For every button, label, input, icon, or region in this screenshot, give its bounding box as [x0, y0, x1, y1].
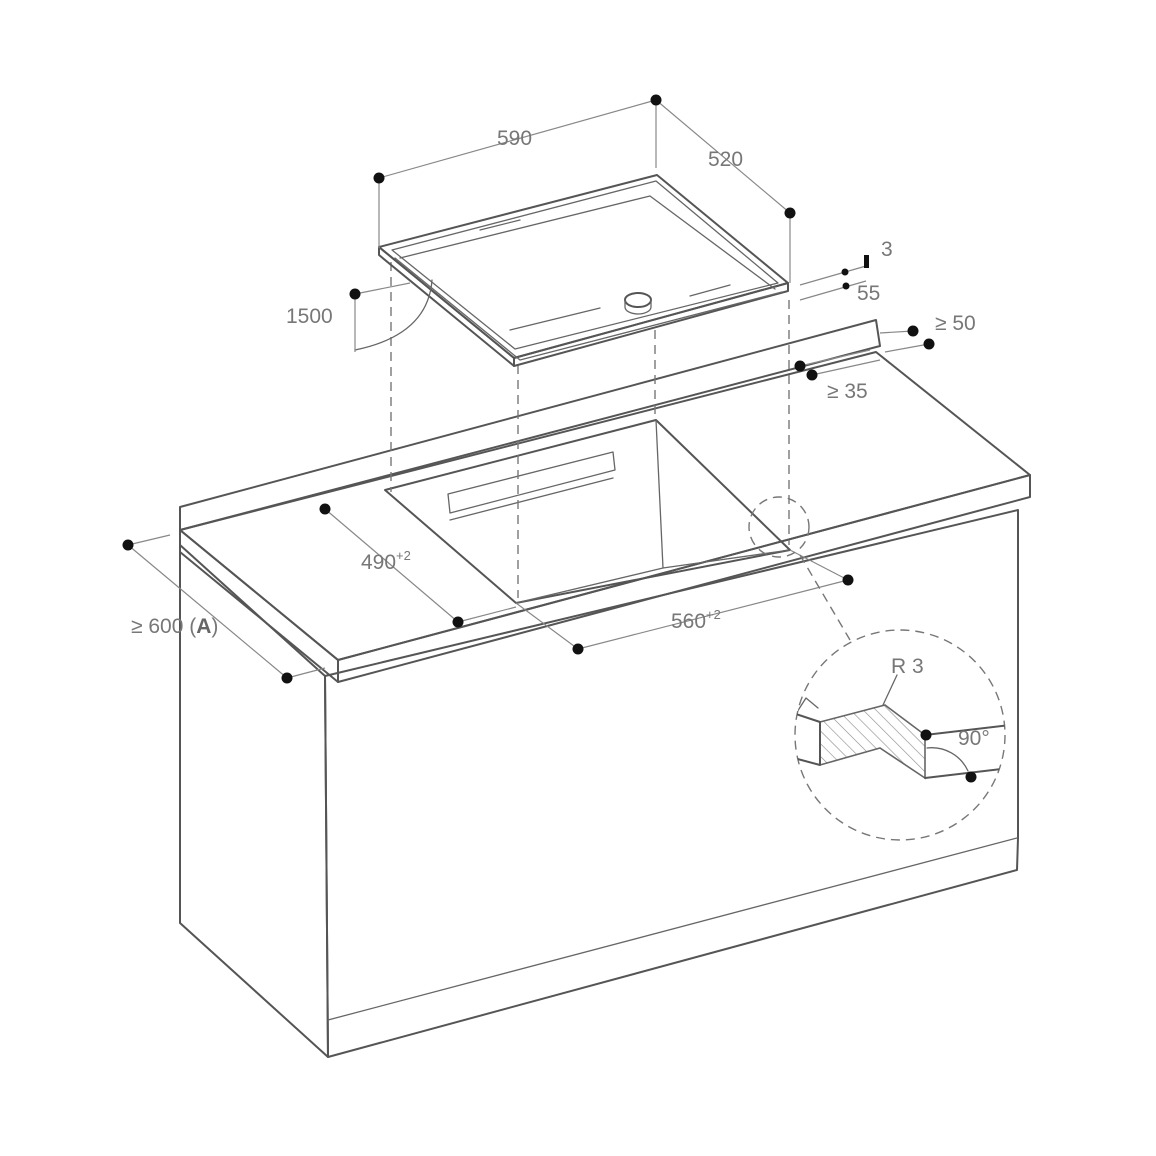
dot-width-left [373, 172, 385, 184]
cutout-bracket-lower [449, 477, 614, 521]
hob-cable [354, 279, 433, 351]
worktop-upstand [179, 319, 881, 531]
dot-back-min-2 [923, 338, 935, 350]
detail-worktop-top [924, 724, 1005, 736]
label-width: 590 [497, 127, 532, 150]
cutout [384, 419, 791, 604]
label-depth: 520 [708, 148, 743, 171]
dot-height-bottom [842, 282, 850, 290]
label-radius: R 3 [891, 655, 924, 678]
worktop-side-edge [179, 529, 339, 683]
control-knob-icon [624, 292, 652, 308]
dot-cutout-width-right [842, 574, 854, 586]
cutout-opening [384, 419, 791, 604]
hob-zone-mark-2 [689, 284, 731, 297]
dot-worktop-back [122, 539, 134, 551]
label-cable: 1500 [286, 305, 333, 328]
detail-magnified-circle [794, 629, 1006, 841]
dimension-lines [127, 99, 930, 679]
hob-zone-mark-3 [479, 219, 521, 231]
detail-leader [799, 554, 851, 641]
dimension-dots [122, 94, 935, 684]
dot-depth-front [784, 207, 796, 219]
label-cutout-width: 560+2 [671, 607, 721, 633]
projection-lines [390, 262, 790, 598]
label-worktop-depth: ≥ 600 (A) [131, 615, 218, 638]
detail-marker-circle [748, 496, 810, 558]
cabinet [179, 509, 1019, 1058]
hob-side [378, 246, 515, 367]
worktop [179, 319, 1031, 683]
dot-detail-corner [920, 729, 932, 741]
dot-cutout-depth-front [452, 616, 464, 628]
hob-base-tray-2 [399, 195, 776, 290]
hob-glass-top [378, 174, 789, 359]
detail-worktop-left [795, 711, 821, 766]
dot-cutout-width-left [572, 643, 584, 655]
cutout-bracket [447, 451, 616, 514]
dimension-labels: 590 520 1500 3 55 ≥ 50 ≥ 35 490+2 560+2 … [131, 127, 976, 638]
label-back-min: ≥ 50 [935, 312, 976, 335]
hob-zone-mark-1 [509, 307, 601, 331]
dot-thickness-top [841, 268, 849, 276]
cutout-bottom-edge [515, 549, 791, 604]
dot-rear-gap-1 [794, 360, 806, 372]
cutout-inner-corner [655, 419, 664, 569]
thickness-marker [864, 255, 869, 268]
edge-detail: R 3 90° [748, 496, 1006, 841]
hob-glass-inner [391, 180, 779, 350]
label-angle: 90° [958, 727, 990, 750]
detail-section-hatch [819, 704, 926, 780]
dot-cable [349, 288, 361, 300]
dot-rear-gap-2 [806, 369, 818, 381]
dot-worktop-front [281, 672, 293, 684]
hob-base-tray [394, 257, 783, 361]
label-thickness: 3 [881, 238, 893, 261]
detail-edge-tick [796, 697, 819, 713]
hob-front [513, 282, 789, 367]
dot-detail-angle [965, 771, 977, 783]
control-knob-side [624, 299, 652, 315]
dot-cutout-depth-back [319, 503, 331, 515]
label-cutout-depth: 490+2 [361, 548, 411, 574]
detail-angle-arc [926, 747, 969, 772]
dot-back-min-1 [907, 325, 919, 337]
detail-radius-leader [882, 674, 898, 706]
cabinet-plinth-line [327, 837, 1018, 1021]
hob [354, 174, 789, 367]
dot-width-right [650, 94, 662, 106]
label-height: 55 [857, 282, 880, 305]
worktop-top-surface [179, 351, 1031, 661]
label-rear-gap: ≥ 35 [827, 380, 868, 403]
worktop-front-edge [337, 474, 1031, 683]
